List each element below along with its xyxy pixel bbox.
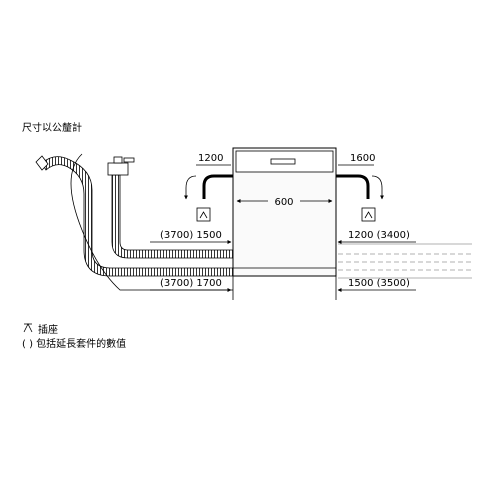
- socket-icon-left: [196, 207, 211, 222]
- units-title: 尺寸以公釐計: [22, 121, 82, 134]
- legend: 插座 ( ) 包括延長套件的數值: [22, 323, 126, 350]
- floor-lines: [338, 243, 472, 279]
- right-water-inlet: 1600: [336, 153, 384, 200]
- right-bottom-dimension: 1500 (3500): [335, 276, 416, 300]
- width-dimension: 600: [236, 197, 333, 208]
- left-top-label: 1200: [198, 153, 223, 164]
- right-mid-dimension: 1200 (3400): [337, 230, 416, 244]
- right-bottom-label: 1500 (3500): [348, 278, 410, 289]
- left-power-cord: 1200: [184, 153, 233, 200]
- right-top-label: 1600: [350, 153, 375, 164]
- right-mid-label: 1200 (3400): [348, 230, 410, 241]
- paren-legend-label: ( ) 包括延長套件的數值: [22, 337, 126, 350]
- left-bottom-label: (3700) 1700: [160, 278, 222, 289]
- left-mid-label: (3700) 1500: [160, 230, 222, 241]
- left-bottom-dimension: (3700) 1700: [150, 276, 234, 300]
- socket-legend-label: 插座: [38, 323, 58, 336]
- socket-legend-icon: [23, 323, 33, 333]
- faucet-icon-right: [361, 207, 376, 222]
- drain-hose: [35, 155, 234, 277]
- drain-arc: [70, 153, 233, 291]
- width-label: 600: [274, 197, 293, 208]
- left-mid-dimension: (3700) 1500: [150, 230, 232, 244]
- dishwasher-body: [232, 147, 337, 277]
